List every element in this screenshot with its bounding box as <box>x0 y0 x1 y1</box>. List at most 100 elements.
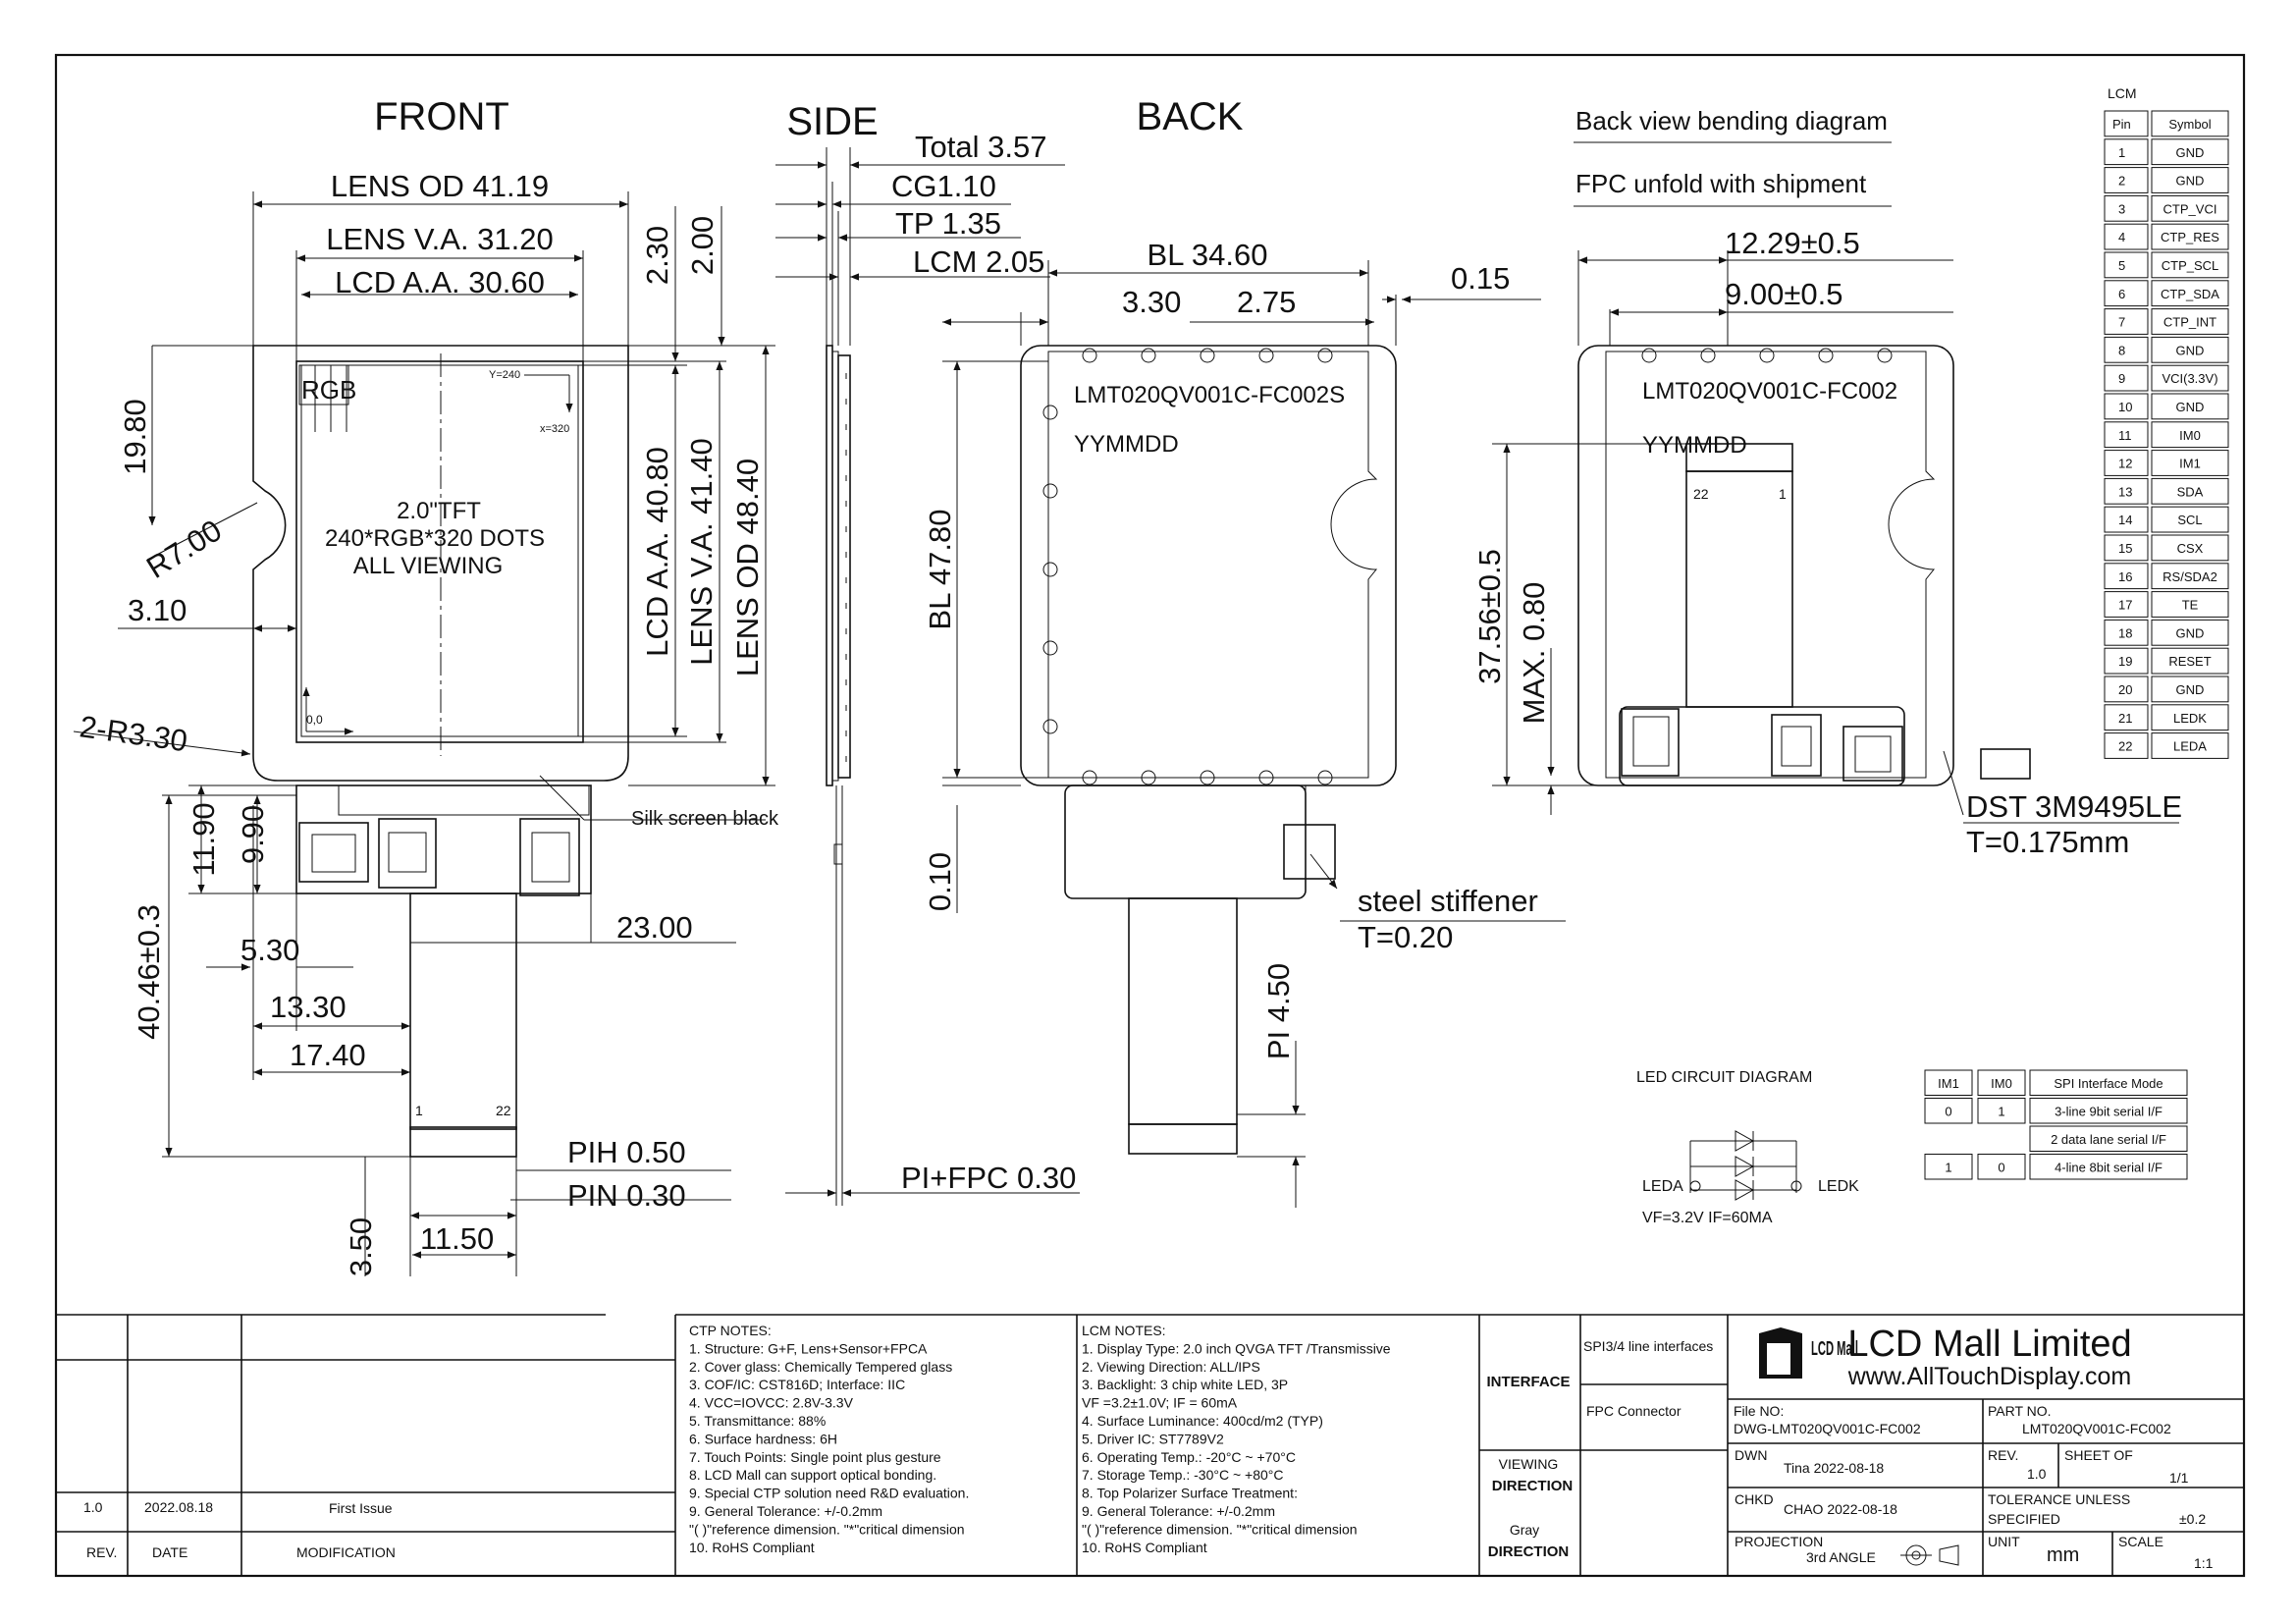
svg-text:PROJECTION: PROJECTION <box>1735 1534 1823 1549</box>
led-circuit: LED CIRCUIT DIAGRAM LEDA LEDK VF=3.2V IF… <box>1636 1069 1859 1226</box>
svg-text:37.56±0.5: 37.56±0.5 <box>1472 549 1507 684</box>
panel-size: 2.0"TFT <box>397 498 481 524</box>
svg-text:1: 1 <box>1779 486 1787 502</box>
note-line: "( )"reference dimension. "*"critical di… <box>1082 1521 1358 1537</box>
svg-text:SPI3/4 line interfaces: SPI3/4 line interfaces <box>1583 1338 1713 1354</box>
pin-number: 9 <box>2118 371 2125 386</box>
note-line: 3. Backlight: 3 chip white LED, 3P <box>1082 1377 1288 1392</box>
note-line: 7. Touch Points: Single point plus gestu… <box>689 1449 941 1465</box>
pin-symbol: LEDA <box>2173 739 2207 754</box>
note-line: 5. Transmittance: 88% <box>689 1413 826 1429</box>
svg-text:DST 3M9495LE: DST 3M9495LE <box>1966 789 2182 824</box>
pin-number: 8 <box>2118 343 2125 357</box>
svg-text:2-R3.30: 2-R3.30 <box>78 709 189 758</box>
pin-symbol: GND <box>2176 682 2205 697</box>
svg-text:REV.: REV. <box>86 1544 117 1560</box>
svg-text:PI+FPC 0.30: PI+FPC 0.30 <box>901 1161 1076 1195</box>
svg-text:0.10: 0.10 <box>923 852 957 911</box>
note-line: 10. RoHS Compliant <box>689 1540 815 1555</box>
company-logo: LCD Mall <box>1759 1327 1858 1379</box>
pin-table-row: 20 GND <box>2104 676 2229 703</box>
svg-text:Tina 2022-08-18: Tina 2022-08-18 <box>1784 1460 1884 1476</box>
svg-text:1: 1 <box>415 1103 423 1118</box>
svg-text:INTERFACE: INTERFACE <box>1486 1374 1570 1390</box>
svg-text:Gray: Gray <box>1510 1522 1539 1538</box>
view-area <box>295 360 584 743</box>
note-line: 2. Viewing Direction: ALL/IPS <box>1082 1359 1260 1375</box>
note-line: 1. Structure: G+F, Lens+Sensor+FPCA <box>689 1340 928 1356</box>
svg-text:DWG-LMT020QV001C-FC002: DWG-LMT020QV001C-FC002 <box>1734 1421 1921 1436</box>
svg-text:TOLERANCE UNLESS: TOLERANCE UNLESS <box>1988 1491 2130 1507</box>
active-area <box>300 364 579 737</box>
note-line: 9. General Tolerance: +/-0.2mm <box>689 1503 882 1519</box>
note-line: 6. Operating Temp.: -20°C ~ +70°C <box>1082 1449 1296 1465</box>
svg-text:T=0.20: T=0.20 <box>1358 920 1453 954</box>
note-line: 4. VCC=IOVCC: 2.8V-3.3V <box>689 1395 854 1411</box>
im-table-cell: 0 <box>1945 1105 1951 1119</box>
pin-number: 10 <box>2118 400 2132 414</box>
svg-text:www.AllTouchDisplay.com: www.AllTouchDisplay.com <box>1847 1363 2132 1390</box>
svg-text:22: 22 <box>496 1103 511 1118</box>
svg-text:1.0: 1.0 <box>83 1499 103 1515</box>
pin-number: 11 <box>2118 428 2132 443</box>
pin-symbol: GND <box>2176 174 2205 189</box>
tape-swatch <box>1980 748 2031 780</box>
note-line: 7. Storage Temp.: -30°C ~ +80°C <box>1082 1467 1284 1483</box>
svg-text:2022.08.18: 2022.08.18 <box>144 1499 213 1515</box>
note-line: 1. Display Type: 2.0 inch QVGA TFT /Tran… <box>1082 1340 1391 1356</box>
svg-text:3.30: 3.30 <box>1122 285 1181 319</box>
pin-symbol: IM0 <box>2179 428 2201 443</box>
svg-text:1.0: 1.0 <box>2027 1466 2047 1482</box>
pin-number: 20 <box>2118 682 2132 697</box>
steel-stiffener <box>1283 824 1336 880</box>
pin-table-row: 11 IM0 <box>2104 421 2229 449</box>
svg-text:SCALE: SCALE <box>2118 1534 2163 1549</box>
back-view-title: BACK <box>1137 95 1244 138</box>
front-view: FRONT RGB Y=240 x=320 0,0 2.0"TFT 240*RG… <box>73 95 779 1276</box>
svg-text:YYMMDD: YYMMDD <box>1074 431 1179 458</box>
svg-text:LENS V.A. 31.20: LENS V.A. 31.20 <box>326 222 554 256</box>
back-holes <box>1042 348 1333 785</box>
svg-text:PIH 0.50: PIH 0.50 <box>567 1135 686 1169</box>
svg-text:LCD A.A. 40.80: LCD A.A. 40.80 <box>640 447 674 657</box>
pin-symbol: IM1 <box>2179 457 2201 471</box>
svg-text:x=320: x=320 <box>540 423 569 435</box>
svg-text:CG1.10: CG1.10 <box>891 169 996 203</box>
svg-text:13.30: 13.30 <box>270 990 347 1024</box>
pin-symbol: CTP_RES <box>2161 230 2219 244</box>
pin-number: 16 <box>2118 569 2132 584</box>
pin-number: 13 <box>2118 484 2132 499</box>
note-line: 6. Surface hardness: 6H <box>689 1431 837 1446</box>
svg-text:9.00±0.5: 9.00±0.5 <box>1725 277 1842 311</box>
im-table-cell: 2 data lane serial I/F <box>2051 1132 2166 1147</box>
rgb-label: RGB <box>301 375 356 405</box>
title-block: 1.0 2022.08.18 First Issue REV. DATE MOD… <box>56 1314 2244 1576</box>
im-table-cell: SPI Interface Mode <box>2054 1076 2163 1091</box>
im-table-cell: 3-line 9bit serial I/F <box>2055 1105 2163 1119</box>
svg-text:2.00: 2.00 <box>685 216 720 275</box>
pin-symbol: SCL <box>2177 513 2202 527</box>
pin-number: 12 <box>2118 457 2132 471</box>
svg-text:22: 22 <box>1693 486 1709 502</box>
pin-number: 17 <box>2118 598 2132 613</box>
pin-symbol: TE <box>2182 598 2199 613</box>
fpc-tail <box>409 893 517 1130</box>
svg-text:LENS OD 41.19: LENS OD 41.19 <box>331 169 549 203</box>
side-view-title: SIDE <box>786 100 878 143</box>
svg-text:LEDK: LEDK <box>1818 1178 1859 1195</box>
svg-text:0.15: 0.15 <box>1451 261 1510 296</box>
svg-text:BL 47.80: BL 47.80 <box>923 510 957 630</box>
front-view-title: FRONT <box>374 95 509 138</box>
svg-text:FPC unfold with shipment: FPC unfold with shipment <box>1575 169 1867 198</box>
